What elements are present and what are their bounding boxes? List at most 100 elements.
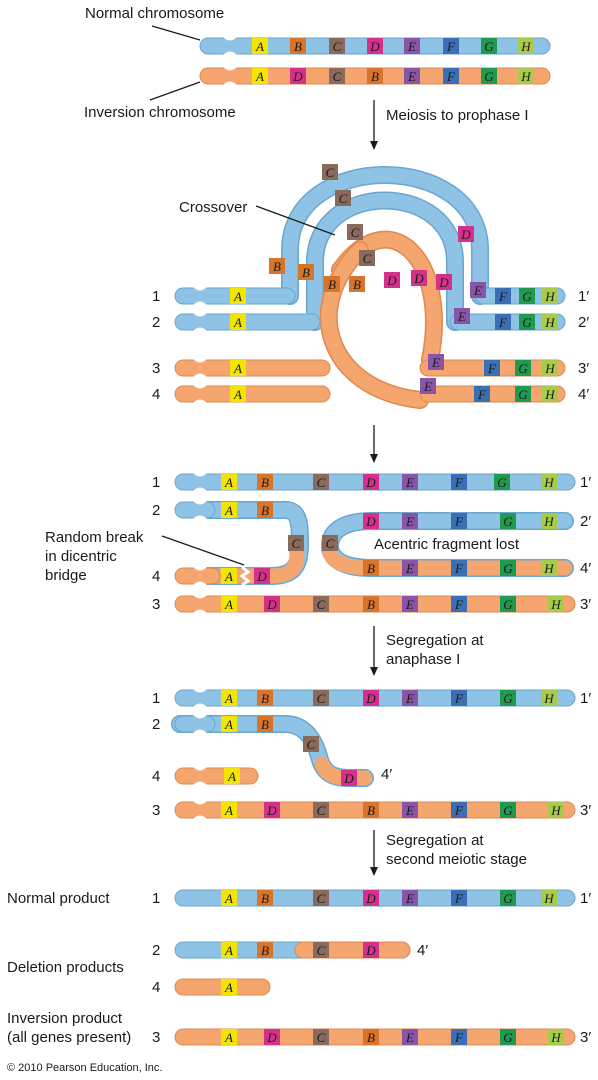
band-D — [363, 513, 379, 529]
chromatid-number: 1′ — [580, 690, 591, 707]
gene-label-E: E — [431, 355, 440, 370]
chromatid-number: 4′ — [578, 386, 589, 403]
band-D — [384, 272, 400, 288]
gene-label-G: G — [522, 289, 532, 304]
gene-label-H: H — [550, 1030, 561, 1045]
gene-label-E: E — [405, 691, 414, 706]
band-F — [443, 38, 459, 54]
band-F — [451, 690, 467, 706]
gene-label-G: G — [503, 803, 513, 818]
band-C — [347, 224, 363, 240]
down-arrow-icon — [370, 867, 378, 876]
gene-label-H: H — [543, 561, 554, 576]
label-crossover: Crossover — [179, 199, 247, 216]
label-segregation-second: Segregation at — [386, 832, 484, 849]
chromatid-number: 2′ — [580, 513, 591, 530]
gene-label-C: C — [333, 69, 342, 84]
centromere-notch-top — [223, 37, 237, 41]
gene-label-H: H — [520, 39, 531, 54]
band-B — [290, 38, 306, 54]
gene-label-H: H — [544, 387, 555, 402]
band-F — [451, 474, 467, 490]
gene-label-B: B — [294, 39, 302, 54]
gene-label-A: A — [224, 943, 233, 958]
band-B — [363, 596, 379, 612]
chromatid-number: 1′ — [578, 288, 589, 305]
label-inversion-product: Inversion product — [7, 1010, 123, 1027]
gene-label-G: G — [503, 891, 513, 906]
band-E — [402, 513, 418, 529]
band-H — [542, 360, 558, 376]
chromatid-number: 2 — [152, 716, 160, 733]
band-F — [474, 386, 490, 402]
band-E — [428, 354, 444, 370]
diagram-shapes — [149, 25, 576, 1046]
gene-label-F: F — [477, 387, 487, 402]
band-B — [324, 276, 340, 292]
centromere-notch-top — [193, 313, 207, 317]
chromatid-number: 4 — [152, 979, 160, 996]
band-G — [515, 360, 531, 376]
band-A — [252, 38, 268, 54]
label-segregation-second-2: second meiotic stage — [386, 851, 527, 868]
gene-label-C: C — [317, 891, 326, 906]
down-arrow-icon — [370, 141, 378, 150]
band-G — [500, 596, 516, 612]
chromatid-number: 4 — [152, 386, 160, 403]
band-F — [495, 288, 511, 304]
band-A — [224, 768, 240, 784]
gene-label-B: B — [367, 561, 375, 576]
chromatid-number: 2 — [152, 942, 160, 959]
chromatid-2-stage2-stub — [174, 501, 216, 519]
chromatid-number: 1′ — [580, 474, 591, 491]
band-D — [411, 270, 427, 286]
gene-label-H: H — [543, 691, 554, 706]
chromatid-number: 2 — [152, 314, 160, 331]
band-B — [367, 68, 383, 84]
band-B — [363, 560, 379, 576]
gene-label-C: C — [363, 251, 372, 266]
band-E — [402, 890, 418, 906]
gene-label-G: G — [503, 691, 513, 706]
band-D — [264, 1029, 280, 1045]
gene-label-H: H — [543, 475, 554, 490]
chromatid-number: 3′ — [580, 802, 591, 819]
gene-label-C: C — [326, 165, 335, 180]
gene-label-D: D — [365, 891, 376, 906]
gene-label-F: F — [454, 891, 464, 906]
centromere-notch-bottom — [193, 815, 207, 819]
band-G — [519, 314, 535, 330]
band-E — [402, 690, 418, 706]
gene-label-F: F — [446, 69, 456, 84]
gene-label-A: A — [224, 803, 233, 818]
band-E — [470, 282, 486, 298]
centromere-notch-top — [193, 801, 207, 805]
band-D — [254, 568, 270, 584]
band-B — [257, 716, 273, 732]
band-D — [436, 274, 452, 290]
gene-label-B: B — [261, 891, 269, 906]
band-D — [458, 226, 474, 242]
band-C — [313, 474, 329, 490]
band-H — [542, 288, 558, 304]
band-E — [402, 802, 418, 818]
band-E — [404, 38, 420, 54]
chromatid-number: 3 — [152, 1029, 160, 1046]
band-G — [515, 386, 531, 402]
chromatid-number: 4′ — [580, 560, 591, 577]
centromere-notch-bottom — [193, 703, 207, 707]
gene-label-H: H — [544, 289, 555, 304]
gene-label-D: D — [369, 39, 380, 54]
gene-label-F: F — [454, 803, 464, 818]
band-D — [363, 942, 379, 958]
gene-label-B: B — [367, 1030, 375, 1045]
band-G — [500, 802, 516, 818]
chromatid-number: 1 — [152, 474, 160, 491]
chromatid-number: 1 — [152, 288, 160, 305]
gene-label-C: C — [317, 1030, 326, 1045]
band-B — [363, 1029, 379, 1045]
gene-label-F: F — [498, 289, 508, 304]
label-segregation-anaphase: Segregation at — [386, 632, 484, 649]
centromere-notch-top — [193, 287, 207, 291]
band-A — [230, 386, 246, 402]
